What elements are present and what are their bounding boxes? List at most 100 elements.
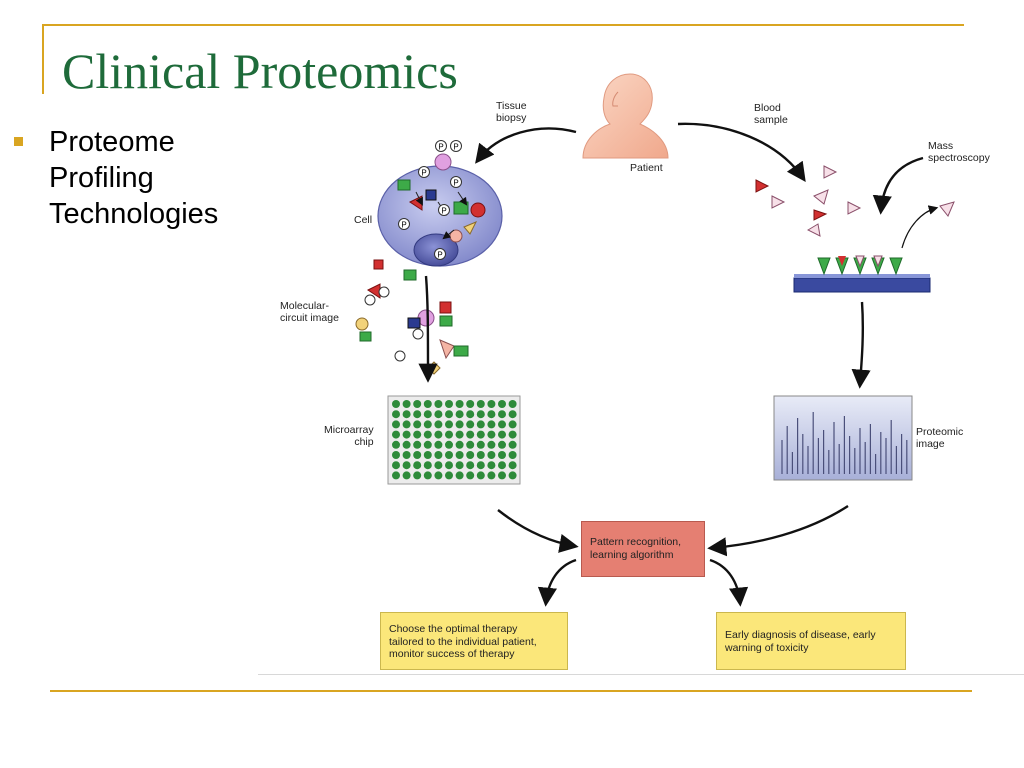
microarray-spot [413,471,422,480]
microarray-spot [402,451,411,459]
microarray-spot [476,440,485,449]
arrow-mass-spectroscopy [872,156,924,215]
mass-spec-plate-icon [793,255,931,293]
microarray-spot [423,440,432,449]
microarray-spot [487,400,496,408]
microarray-spot [445,410,453,419]
microarray-spot [455,451,464,459]
microarray-spot [392,400,400,408]
slide-left-rule [42,24,44,94]
svg-text:P: P [441,207,446,216]
microarray-spot [413,420,422,429]
microarray-spot [423,451,432,459]
microarray-spot [498,440,506,449]
microarray-spot [466,400,475,408]
microarray-spot [423,461,432,470]
microarray-spot [498,451,506,459]
bullet-square-icon [14,137,23,146]
microarray-spot [402,400,411,408]
early-diagnosis-box: Early diagnosis of disease, early warnin… [716,612,906,670]
microarray-spot [423,400,432,408]
microarray-spot [434,410,443,419]
microarray-spot [498,430,506,439]
microarray-spot [445,471,453,480]
microarray-spot [402,430,411,439]
blood-sample-label: Blood sample [754,102,788,126]
microarray-spot [445,430,453,439]
microarray-spot [402,471,411,480]
microarray-spot [498,400,506,408]
microarray-spot [476,420,485,429]
microarray-spot [508,471,517,480]
microarray-spot [455,420,464,429]
microarray-spot [466,471,475,480]
microarray-spot [455,430,464,439]
microarray-spot [445,420,453,429]
microarray-spot [487,420,496,429]
microarray-spot [476,461,485,470]
arrow-spectrum-to-pattern [707,504,849,557]
microarray-spot [508,400,517,408]
microarray-spot [498,420,506,429]
microarray-spot [434,440,443,449]
microarray-spot [402,440,411,449]
tissue-biopsy-label: Tissue biopsy [496,100,527,124]
microarray-spot [508,440,517,449]
microarray-spot [476,410,485,419]
microarray-spot [413,461,422,470]
microarray-spot [392,420,400,429]
microarray-spot [434,471,443,480]
microarray-spot [392,430,400,439]
microarray-spot [487,440,496,449]
microarray-spot [445,461,453,470]
arrow-plate-to-spectrum [851,301,871,389]
microarray-spot [466,410,475,419]
arrow-pattern-to-therapy [537,558,577,607]
microarray-spot [498,461,506,470]
optimal-therapy-box: Choose the optimal therapy tailored to t… [380,612,568,670]
microarray-spots [392,400,517,480]
arrow-tissue-biopsy [475,127,577,164]
microarray-spot [487,430,496,439]
microarray-spot [508,430,517,439]
microarray-spot [466,420,475,429]
microarray-spot [487,471,496,480]
microarray-spot [455,410,464,419]
microarray-spot [476,400,485,408]
microarray-spot [445,451,453,459]
microarray-spot [476,430,485,439]
svg-text:P: P [438,143,443,152]
microarray-spot [498,471,506,480]
microarray-spot [402,461,411,470]
microarray-spot [392,410,400,419]
microarray-spot [455,461,464,470]
arrow-blood-sample [677,122,806,182]
slide-top-rule [42,24,964,26]
blood-sample-proteins [755,165,955,237]
microarray-chip-label: Microarray chip [324,424,374,448]
microarray-spot [434,420,443,429]
microarray-spot [487,451,496,459]
slide-title: Clinical Proteomics [62,43,458,99]
microarray-spot [392,451,400,459]
svg-text:P: P [421,169,426,178]
svg-text:P: P [453,179,458,188]
slide-bottom-rule [50,690,972,692]
microarray-spot [402,420,411,429]
microarray-spot [392,461,400,470]
figure-baseline [258,674,1024,675]
bullet-text: Proteome Profiling Technologies [49,126,219,230]
microarray-spot [413,440,422,449]
spectrum-peaks [781,412,908,474]
phospho-groups: P P P P P P P [398,140,462,260]
microarray-spot [455,440,464,449]
microarray-chip-icon [387,395,521,485]
microarray-spot [413,451,422,459]
microarray-spot [434,430,443,439]
microarray-spot [466,440,475,449]
microarray-spot [423,430,432,439]
microarray-spot [487,461,496,470]
microarray-spot [413,430,422,439]
mass-spectroscopy-label: Mass spectroscopy [928,140,990,164]
microarray-spot [466,451,475,459]
